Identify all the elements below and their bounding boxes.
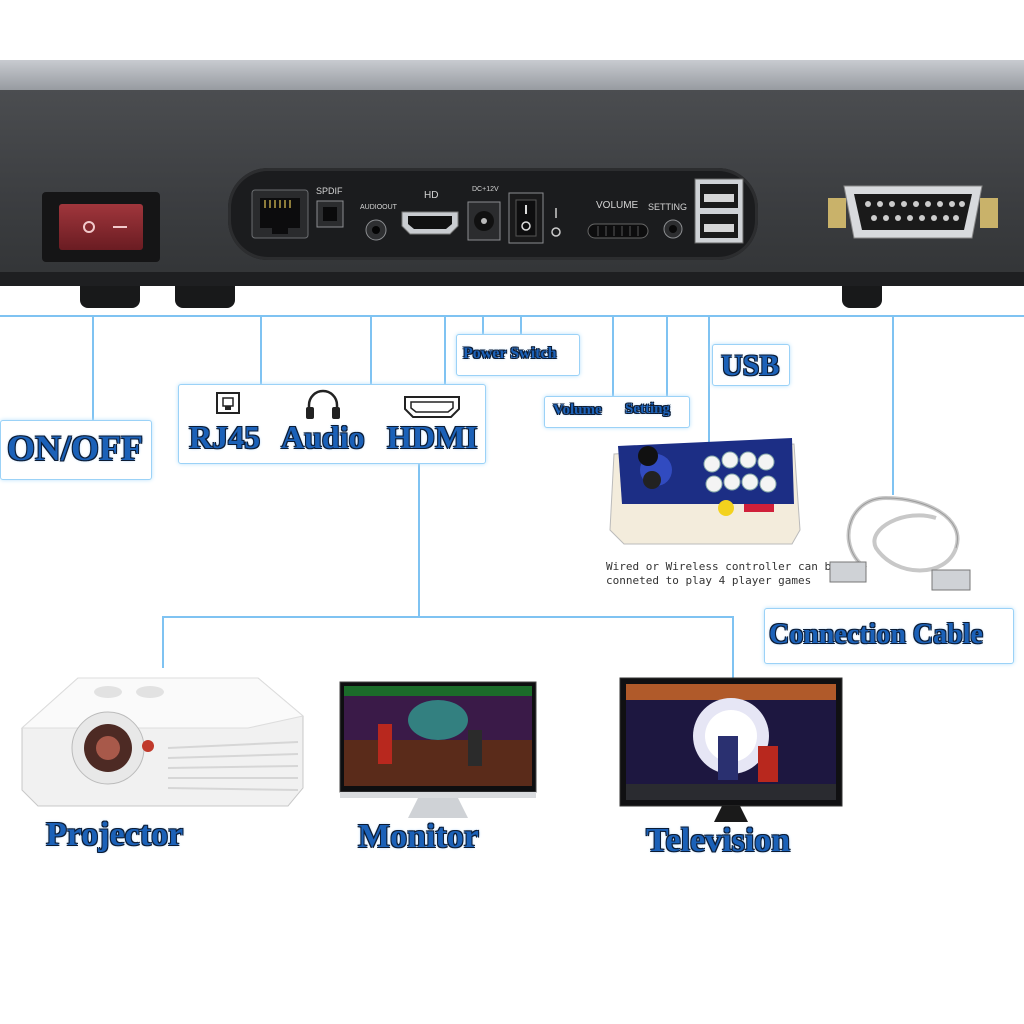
controller-note-line2: conneted to play 4 player games — [606, 574, 812, 587]
rj45-label: RJ45 — [189, 419, 261, 455]
callout-baseline — [0, 315, 1024, 317]
rocker-symbols-icon — [83, 221, 127, 233]
dc-label: DC+12V — [472, 186, 499, 193]
setting-port-label: SETTING — [648, 202, 688, 212]
television-icon — [619, 677, 843, 822]
power-switch-icon[interactable] — [508, 192, 544, 244]
audio-jack-icon[interactable] — [364, 218, 388, 242]
panel-foot — [175, 286, 235, 308]
on-off-label: ON/OFF — [7, 428, 143, 468]
controller-note: Wired or Wireless controller can be conn… — [606, 560, 838, 588]
power-rocker-switch[interactable] — [42, 192, 160, 262]
power-switch-label: Power Switch — [463, 345, 557, 362]
rj45-port-icon[interactable] — [250, 188, 310, 240]
callout-line-on-off — [92, 315, 94, 423]
callout-line-power — [520, 315, 522, 335]
hdmi-branch-line — [162, 616, 734, 618]
hdmi-icon — [404, 396, 460, 418]
usb-ports-icon[interactable] — [694, 178, 744, 244]
panel-foot — [842, 286, 882, 308]
rj45-icon — [216, 392, 240, 414]
television-label: Television — [646, 822, 791, 859]
usb-box: USB — [712, 344, 790, 386]
rj45-audio-hdmi-box: RJ45 Audio HDMI — [178, 384, 486, 464]
audio-label: Audio — [281, 419, 365, 455]
panel-bottom-edge — [0, 272, 1024, 286]
db25-connector-icon[interactable] — [828, 180, 998, 245]
headphones-icon — [306, 389, 340, 419]
spdif-port-icon[interactable] — [316, 200, 344, 228]
arcade-controller-icon — [609, 438, 801, 545]
panel-foot — [80, 286, 140, 308]
connection-cable-label: Connection Cable — [769, 619, 983, 650]
monitor-label: Monitor — [358, 818, 479, 855]
spdif-label: SPDIF — [316, 186, 343, 196]
callout-line-volume — [612, 315, 614, 397]
power-switch-box: Power Switch — [456, 334, 580, 376]
callout-line-hdmi — [444, 315, 446, 385]
callout-line-power — [482, 315, 484, 335]
usb-label: USB — [721, 349, 780, 382]
callout-line-audio — [370, 315, 372, 385]
callout-line-rj45 — [260, 315, 262, 385]
callout-line-setting — [666, 315, 668, 397]
controller-note-line1: Wired or Wireless controller can be — [606, 560, 838, 573]
volume-wheel-icon[interactable] — [584, 220, 654, 244]
volume-port-label: VOLUME — [596, 200, 639, 211]
callout-line-controller — [708, 315, 710, 445]
setting-label: Setting — [625, 401, 670, 417]
audio-out-label: AUDIOOUT — [360, 204, 397, 211]
setting-button-icon[interactable] — [662, 218, 684, 240]
switch-marks-icon — [551, 208, 561, 237]
volume-setting-box: Volume Setting — [544, 396, 690, 428]
projector-label: Projector — [46, 816, 184, 853]
hdmi-port-icon[interactable] — [400, 208, 460, 238]
dc-power-port-icon[interactable] — [466, 200, 502, 242]
hd-label: HD — [424, 190, 439, 201]
branch-line-television — [732, 616, 734, 678]
connection-cable-box: Connection Cable — [764, 608, 1014, 664]
callout-line-db25 — [892, 315, 894, 495]
connection-cable-icon — [829, 495, 971, 591]
console-back-panel: SPDIF AUDIOOUT HD DC+12V — [0, 60, 1024, 310]
hdmi-trunk-line — [418, 462, 420, 618]
projector-icon — [20, 677, 305, 807]
volume-label: Volume — [553, 402, 602, 418]
branch-line-projector — [162, 616, 164, 668]
on-off-box: ON/OFF — [0, 420, 152, 480]
port-plate: SPDIF AUDIOOUT HD DC+12V — [228, 168, 758, 260]
monitor-icon — [339, 681, 537, 818]
hdmi-label: HDMI — [387, 419, 478, 455]
